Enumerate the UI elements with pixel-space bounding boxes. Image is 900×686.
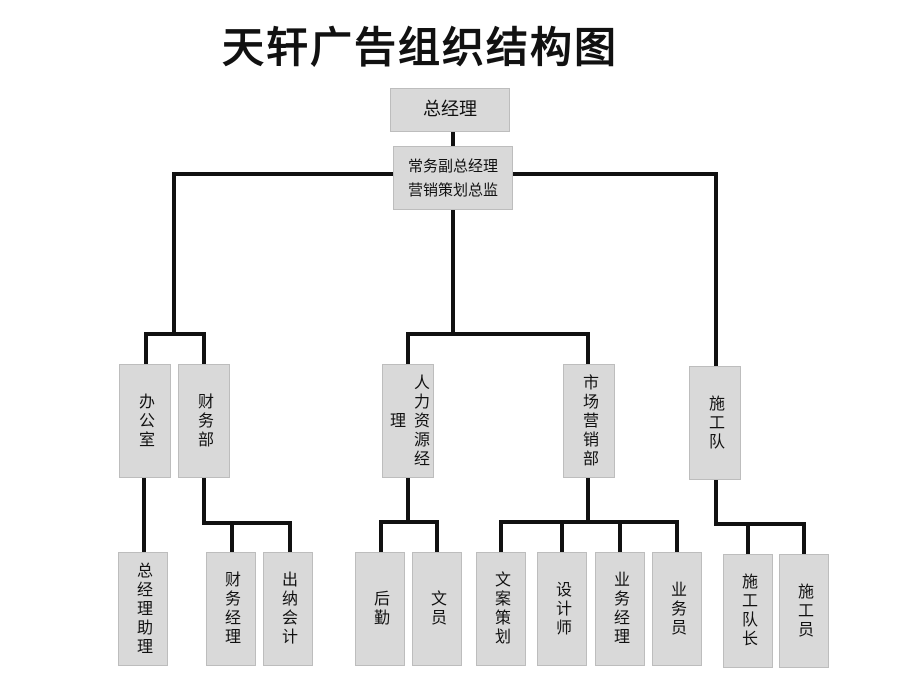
node-worker: 施工员 <box>779 554 829 668</box>
node-label: 设计师 <box>553 580 572 638</box>
node-clerk: 文员 <box>412 552 462 666</box>
node-label: 业务经理 <box>611 571 630 647</box>
node-label: 财务部 <box>195 392 214 450</box>
node-label: 财务经理 <box>222 571 241 647</box>
node-finance-dept: 财务部 <box>178 364 230 478</box>
node-label: 文案策划 <box>492 571 511 647</box>
node-label: 施工员 <box>795 582 814 640</box>
node-label: 市场营销部 <box>580 373 599 469</box>
node-label: 常务副总经理 <box>407 157 498 175</box>
node-hr-manager: 人力资源经理 <box>382 364 434 478</box>
node-general-manager: 总经理 <box>390 88 510 132</box>
node-label: 文员 <box>428 590 447 628</box>
node-finance-manager: 财务经理 <box>206 552 256 666</box>
chart-title: 天轩广告组织结构图 <box>222 23 619 72</box>
node-label: 后勤 <box>371 590 390 628</box>
node-label: 出纳会计 <box>279 571 298 647</box>
node-office: 办公室 <box>119 364 171 478</box>
node-label: 业务员 <box>668 580 687 638</box>
node-designer: 设计师 <box>537 552 587 666</box>
node-label: 总经理 <box>423 99 477 120</box>
node-copywriting: 文案策划 <box>476 552 526 666</box>
node-label: 总经理助理 <box>134 561 153 657</box>
node-label: 施工队长 <box>739 573 758 649</box>
node-cashier-accounting: 出纳会计 <box>263 552 313 666</box>
node-sales-manager: 业务经理 <box>595 552 645 666</box>
node-label: 人力资源经理 <box>387 373 430 469</box>
node-label: 施工队 <box>706 394 725 452</box>
node-marketing-dept: 市场营销部 <box>563 364 615 478</box>
node-label: 办公室 <box>136 392 155 450</box>
node-gm-assistant: 总经理助理 <box>118 552 168 666</box>
node-salesperson: 业务员 <box>652 552 702 666</box>
node-deputy-gm: 常务副总经理 营销策划总监 <box>393 146 513 210</box>
node-team-leader: 施工队长 <box>723 554 773 668</box>
node-label: 营销策划总监 <box>407 181 498 199</box>
node-logistics: 后勤 <box>355 552 405 666</box>
node-construction-team: 施工队 <box>689 366 741 480</box>
